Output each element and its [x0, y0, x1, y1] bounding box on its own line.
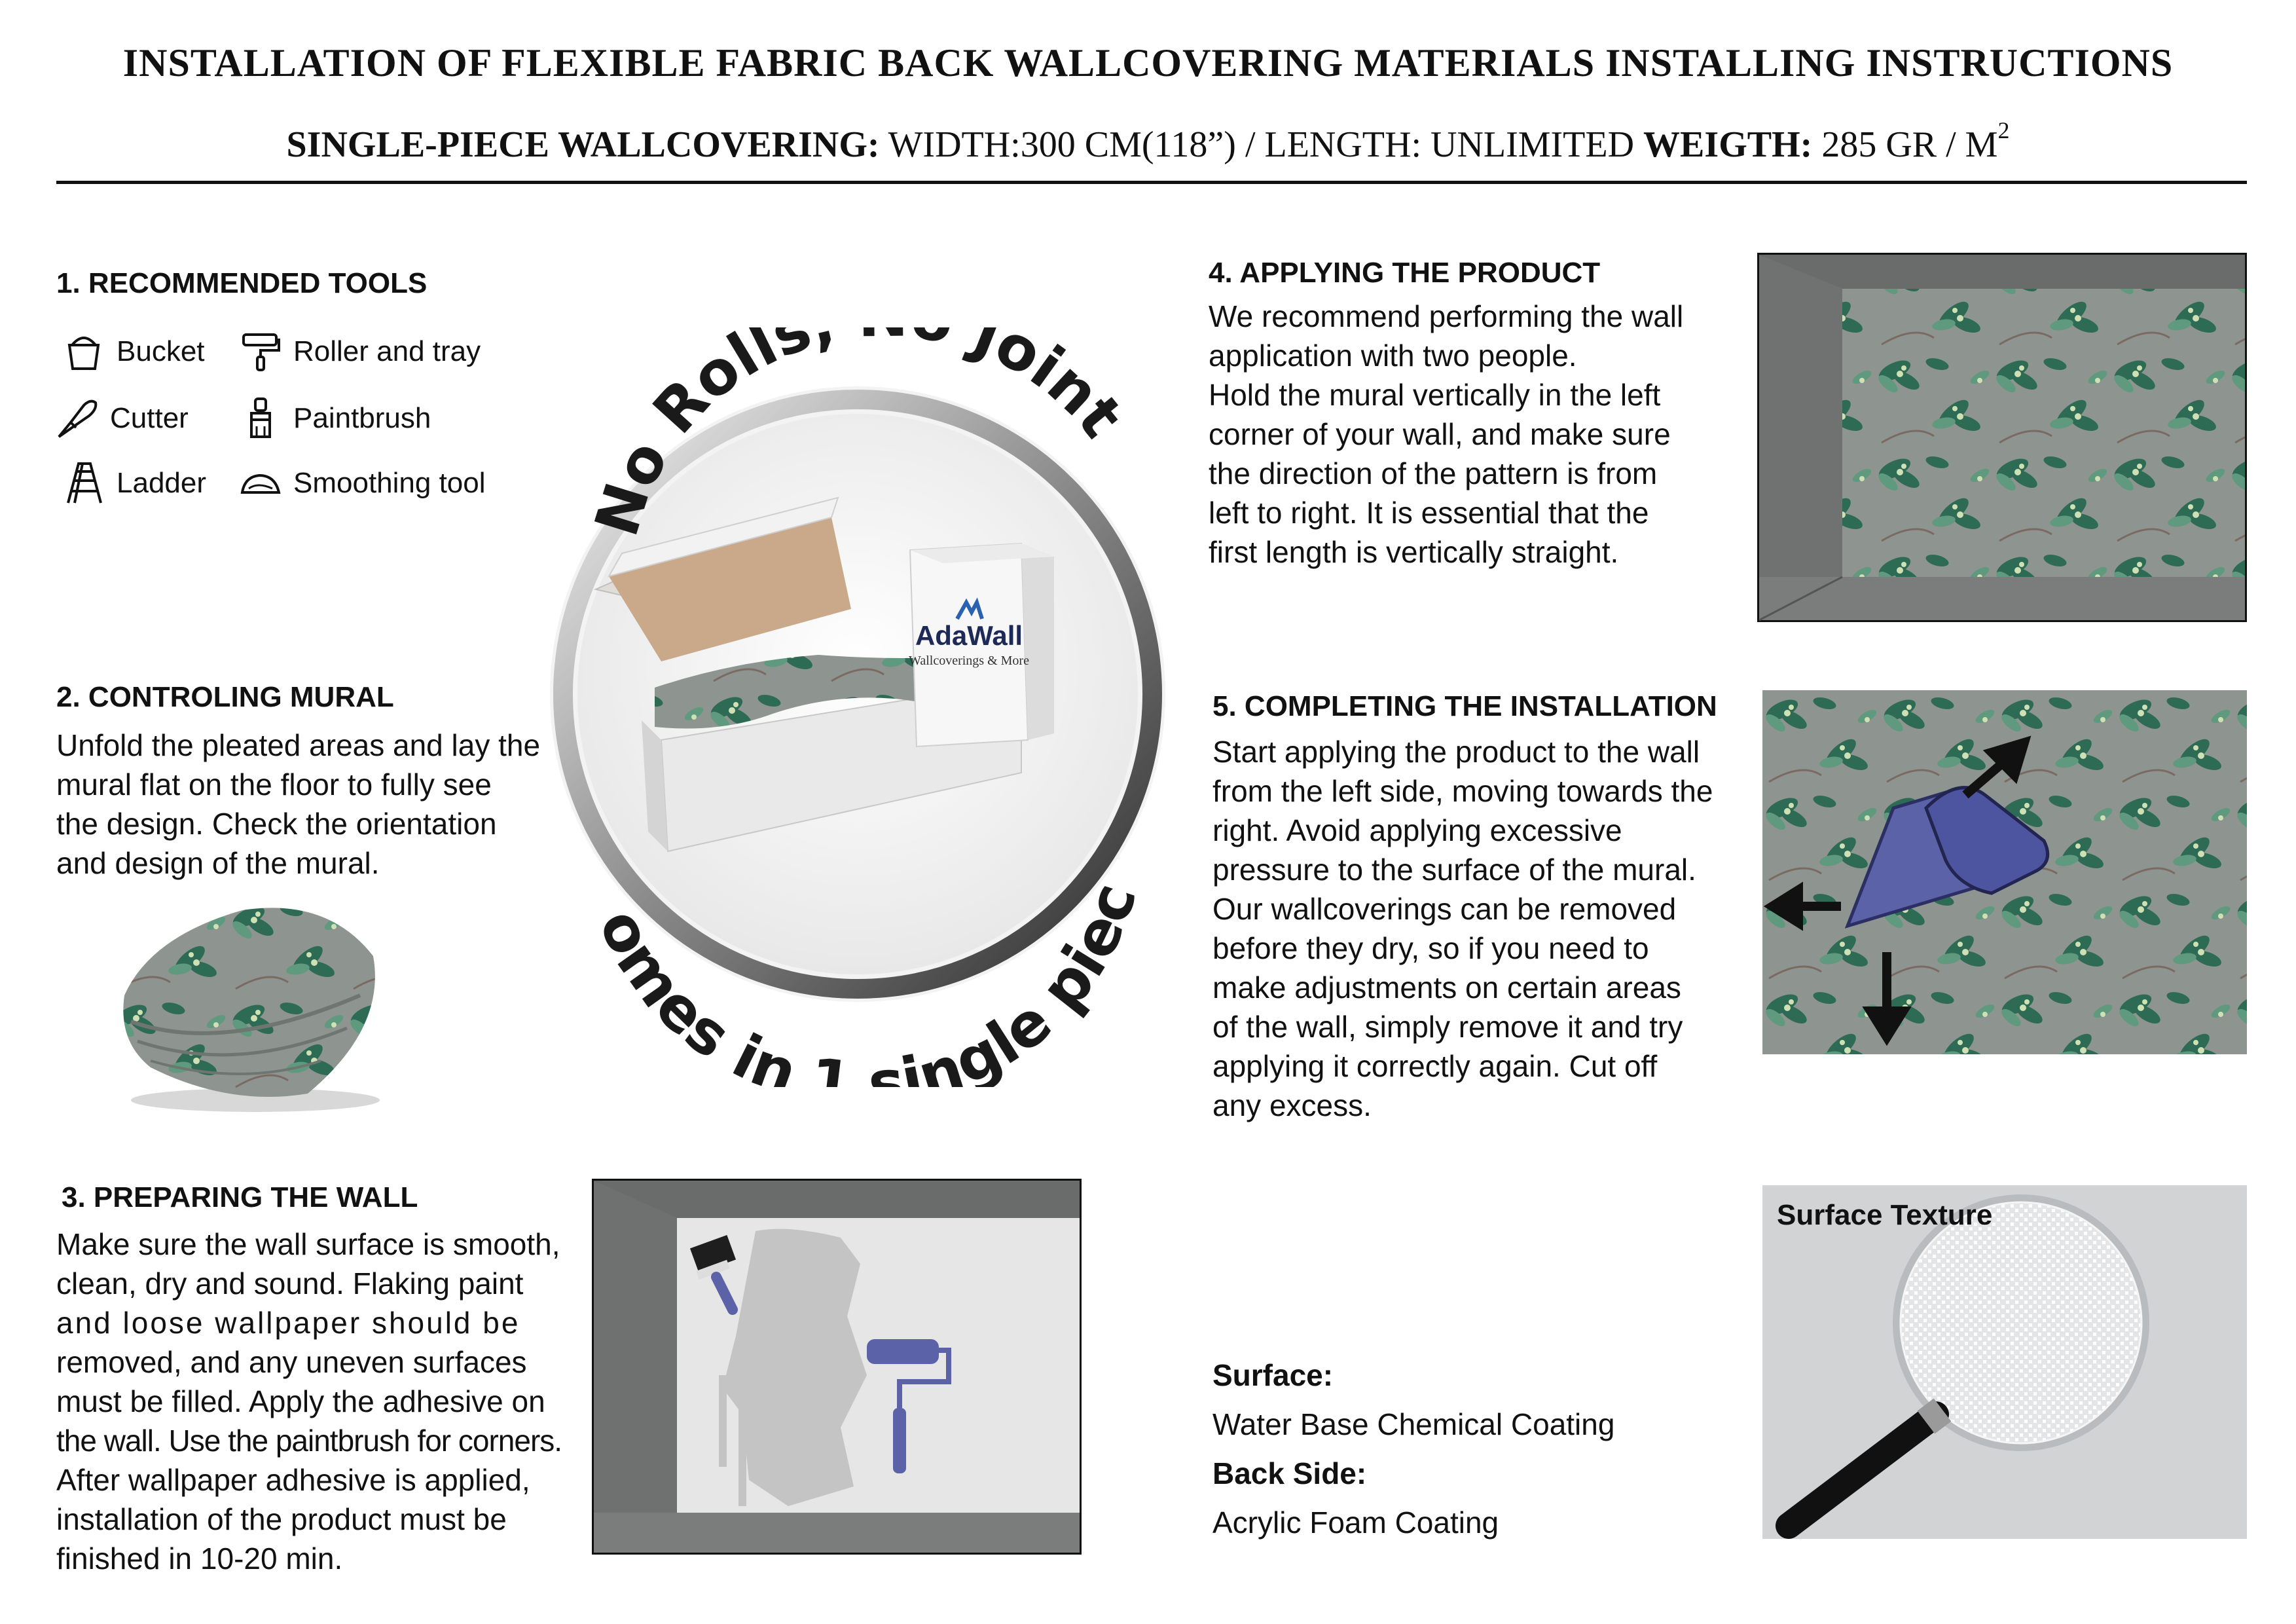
subtitle-label-product: SINGLE-PIECE WALLCOVERING:: [286, 124, 880, 165]
surface-texture-image: Surface Texture: [1762, 1185, 2247, 1539]
text-line: first length is vertically straight.: [1209, 535, 1619, 569]
text-line: installation of the product must be: [56, 1502, 507, 1536]
text-line: the design. Check the orientation: [56, 807, 497, 841]
brand-name: AdaWall: [915, 620, 1023, 651]
page-subtitle: SINGLE-PIECE WALLCOVERING: WIDTH:300 CM(…: [0, 117, 2296, 166]
surface-value: Water Base Chemical Coating: [1212, 1407, 1615, 1441]
applying-text: We recommend performing the wall applica…: [1209, 297, 1745, 572]
tool-cutter: Cutter: [56, 397, 189, 439]
text-line: Our wallcoverings can be removed: [1212, 892, 1677, 926]
tools-heading: 1. RECOMMENDED TOOLS: [56, 267, 428, 299]
subtitle-weight-value: 285 GR / M: [1812, 124, 1998, 165]
tool-label: Bucket: [117, 335, 205, 367]
header-divider: [56, 181, 2247, 184]
text-line: applying it correctly again. Cut off: [1212, 1049, 1658, 1083]
surface-label: Surface:: [1212, 1358, 1334, 1392]
back-side-value: Acrylic Foam Coating: [1212, 1505, 1499, 1540]
text-line: Make sure the wall surface is smooth,: [56, 1227, 560, 1261]
text-line: from the left side, moving towards the: [1212, 774, 1713, 808]
tool-roller: Roller and tray: [240, 331, 481, 373]
tool-ladder: Ladder: [63, 462, 206, 504]
completing-illustration: [1762, 690, 2247, 1054]
tool-label: Smoothing tool: [293, 467, 486, 499]
tool-smoothing: Smoothing tool: [240, 462, 486, 504]
preparing-heading: 3. PREPARING THE WALL: [62, 1181, 418, 1213]
text-line: application with two people.: [1209, 339, 1577, 373]
ladder-icon: [67, 462, 102, 504]
subtitle-label-weight: WEIGTH:: [1643, 124, 1813, 165]
product-box-image: AdaWall Wallcoverings & More: [593, 496, 1054, 853]
completing-heading: 5. COMPLETING THE INSTALLATION: [1212, 690, 1717, 722]
single-piece-badge: No Rolls, No Joints Comes in 1 single pi…: [550, 327, 1165, 1087]
smoothing-hand-icon: [1844, 786, 2050, 929]
controlling-text: Unfold the pleated areas and lay the mur…: [56, 726, 554, 883]
magnifier-handle-icon: [1776, 1398, 1952, 1539]
text-line: the wall. Use the paintbrush for corners…: [56, 1424, 562, 1458]
tool-label: Roller and tray: [293, 335, 481, 367]
roller-illustration-icon: [867, 1339, 951, 1473]
subtitle-dimensions: WIDTH:300 CM(118”) / LENGTH: UNLIMITED: [879, 124, 1644, 165]
text-line: must be filled. Apply the adhesive on: [56, 1384, 545, 1418]
brand-tagline: Wallcoverings & More: [909, 654, 1029, 668]
text-line: clean, dry and sound. Flaking paint: [56, 1266, 524, 1301]
controlling-heading: 2. CONTROLING MURAL: [56, 681, 394, 713]
prepare-wall-illustration: [592, 1179, 1082, 1555]
text-line: We recommend performing the wall: [1209, 299, 1684, 333]
text-line: Unfold the pleated areas and lay the: [56, 728, 541, 762]
text-line: before they dry, so if you need to: [1212, 931, 1649, 965]
text-line: mural flat on the floor to fully see: [56, 767, 492, 802]
text-line: Hold the mural vertically in the left: [1209, 378, 1661, 412]
text-line: corner of your wall, and make sure: [1209, 417, 1671, 451]
text-line: and design of the mural.: [56, 846, 380, 880]
text-line: Start applying the product to the wall: [1212, 735, 1700, 769]
texture-label: Surface Texture: [1777, 1199, 1992, 1231]
applying-heading: 4. APPLYING THE PRODUCT: [1209, 257, 1601, 289]
bucket-icon: [67, 337, 100, 370]
subtitle-superscript: 2: [1997, 117, 2010, 143]
text-line: left to right. It is essential that the: [1209, 496, 1649, 530]
surface-info: Surface: Water Base Chemical Coating Bac…: [1212, 1352, 1614, 1549]
paintbrush-illustration-icon: [689, 1234, 738, 1315]
text-line: finished in 10-20 min.: [56, 1541, 343, 1576]
direction-arrows-icon: [1763, 735, 2032, 1046]
text-line: of the wall, simply remove it and try: [1212, 1010, 1683, 1044]
text-line: removed, and any uneven surfaces: [56, 1345, 527, 1379]
brand-logo-icon: [955, 597, 984, 620]
tool-label: Ladder: [117, 467, 207, 499]
text-line: any excess.: [1212, 1088, 1372, 1122]
text-line: the direction of the pattern is from: [1209, 456, 1658, 490]
text-line: pressure to the surface of the mural.: [1212, 853, 1696, 887]
text-line: After wallpaper adhesive is applied,: [56, 1463, 530, 1497]
roller-icon: [242, 333, 280, 371]
tool-bucket: Bucket: [63, 331, 205, 373]
paintbrush-icon: [250, 397, 271, 438]
tool-label: Paintbrush: [293, 402, 431, 434]
tool-paintbrush: Paintbrush: [240, 397, 431, 439]
completing-text: Start applying the product to the wall f…: [1212, 732, 1749, 1125]
back-side-label: Back Side:: [1212, 1456, 1367, 1490]
smoothing-tool-icon: [240, 473, 281, 494]
text-line: right. Avoid applying excessive: [1212, 813, 1622, 847]
folded-mural-image: [123, 908, 380, 1112]
cutter-icon: [58, 399, 98, 438]
applying-wall-illustration: [1757, 253, 2247, 622]
text-line: and loose wallpaper should be: [56, 1306, 520, 1340]
text-line: make adjustments on certain areas: [1212, 970, 1681, 1005]
page-title: INSTALLATION OF FLEXIBLE FABRIC BACK WAL…: [122, 41, 2174, 84]
preparing-text: Make sure the wall surface is smooth, cl…: [56, 1225, 580, 1578]
tool-label: Cutter: [110, 402, 189, 434]
